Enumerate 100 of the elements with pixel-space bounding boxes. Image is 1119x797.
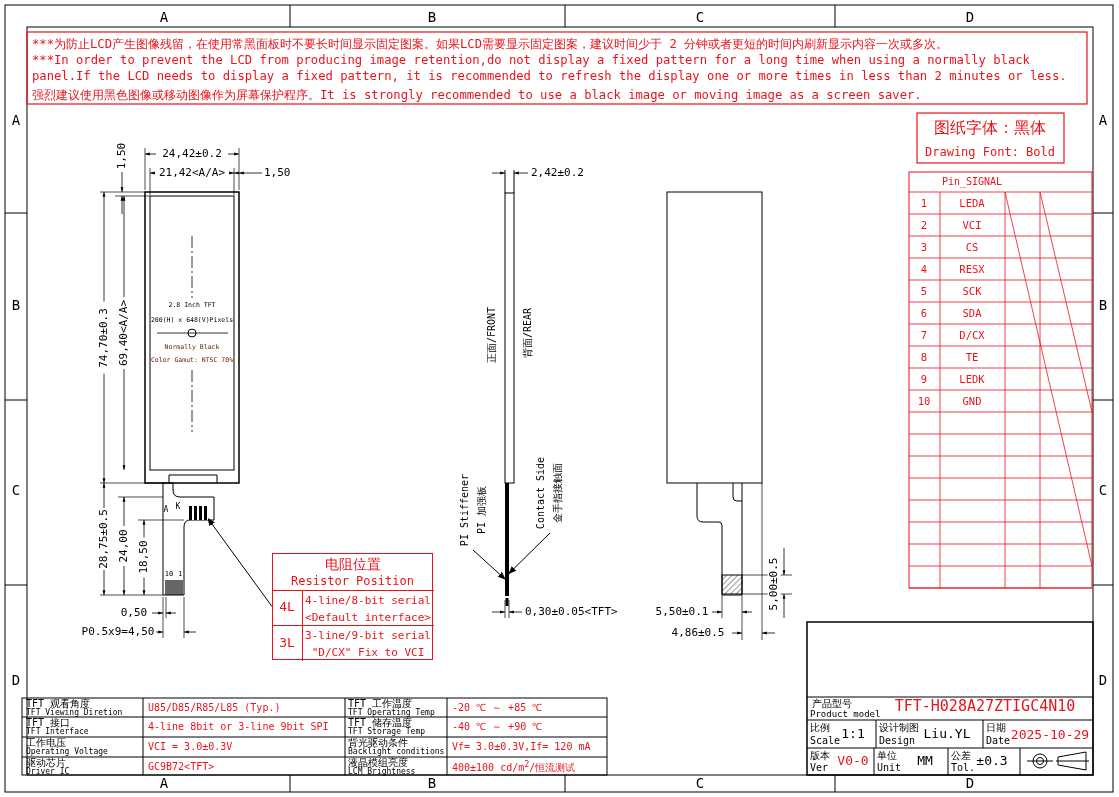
table-cell-text: TFT 储存温度: [348, 717, 413, 728]
table-cell-text: 4-line 8bit or 3-line 9bit SPI: [148, 721, 329, 733]
table-cell-text: 4-line/8-bit serial <Default interface>: [304, 593, 432, 626]
pin-number: 7: [920, 328, 928, 342]
pin-name: CS: [965, 240, 979, 254]
title-block-text: Scale: [810, 735, 841, 747]
pin-name: RESX: [959, 262, 985, 276]
table-cell-text: Operating Voltage: [26, 747, 108, 756]
title-block-text: MM: [917, 753, 933, 769]
title-block-text: Date: [986, 735, 1011, 747]
table-cell-text: TFT Viewing Diretion: [26, 708, 123, 717]
callout-text: PI Stiffener: [458, 472, 471, 549]
leader-line: [508, 532, 551, 574]
grid-reference-letter: C: [695, 8, 705, 26]
pin-name: GND: [962, 394, 982, 408]
grid-reference-letter: D: [965, 8, 975, 26]
table-cell-text: 液晶模组亮度: [348, 757, 408, 768]
dimension-value: 74,70±0.3: [97, 308, 111, 368]
title-block-text: 产品型号: [812, 698, 852, 710]
table-cell-text: TFT 接口: [26, 717, 71, 728]
pin-number: 6: [920, 306, 928, 320]
resistor-position-table: [272, 553, 433, 660]
dimension-value: 5,50±0.1: [655, 605, 709, 619]
pin-name: LEDK: [959, 372, 985, 386]
grid-reference-letter: B: [11, 296, 21, 314]
pin-number: 2: [920, 218, 928, 232]
table-cell-text: 工作电压: [26, 737, 66, 748]
table-cell-text: 背光驱动条件: [348, 737, 408, 748]
table-cell-text: Driver IC: [26, 767, 70, 776]
grid-reference-letter: A: [159, 8, 169, 26]
dimension-value: 4,86±0.5: [671, 626, 725, 640]
dimension-value: 24,00: [117, 529, 131, 563]
title-block-text: Unit: [877, 762, 902, 774]
grid-reference-letter: D: [1098, 671, 1108, 689]
dimension-value: 28,75±0.5: [97, 509, 111, 569]
pin-name: VCI: [962, 218, 982, 232]
table-cell-text: TFT Interface: [26, 727, 89, 736]
title-block-text: 版本: [810, 750, 830, 762]
title-block-text: Design: [879, 735, 916, 747]
grid-reference-letter: B: [1098, 296, 1108, 314]
table-cell-text: 3L: [279, 635, 295, 651]
pin-number: 9: [920, 372, 928, 386]
dimension-value: P0.5x9=4,50: [81, 625, 155, 639]
title-block-text: Liu.YL: [923, 726, 971, 742]
table-cell-text: LCM Brightness: [348, 767, 416, 776]
title-block-text: Ver: [810, 762, 829, 774]
table-cell-text: -40 ℃ ～ +90 ℃: [452, 721, 543, 733]
table-cell-text: 驱动芯片: [26, 757, 66, 768]
dimension-value: 18,50: [137, 540, 151, 574]
title-block-text: 设计制图: [879, 722, 919, 734]
grid-reference-letter: A: [159, 774, 169, 792]
fpc-edge: [505, 483, 509, 596]
drawing-font-note: 图纸字体：黑体: [934, 118, 1046, 138]
table-cell-text: 400±100 cd/m$^{2}$/恒流测试: [452, 760, 576, 774]
pin-number: 10: [917, 394, 931, 408]
pin-name: SDA: [962, 306, 982, 320]
grid-reference-letter: D: [11, 671, 21, 689]
table-cell-text: GC9B72<TFT>: [148, 761, 215, 773]
pin-name: D/CX: [959, 328, 985, 342]
title-block-text: 比例: [810, 722, 830, 734]
callout-text: PI 加强板: [475, 484, 488, 537]
title-block-text: ±0.3: [976, 753, 1008, 769]
title-block-text: 日期: [986, 722, 1006, 734]
dimension-value: 1,50: [115, 142, 129, 170]
drawing-font-note: Drawing Font: Bold: [925, 146, 1055, 160]
pin-name: TE: [965, 350, 979, 364]
pin-marker: K: [175, 502, 181, 512]
grid-reference-letter: D: [965, 774, 975, 792]
view-label: 背面/REAR: [522, 307, 534, 359]
warning-note: ***为防止LCD产生图像残留，在使用常黑面板时不要长时间显示固定图案。如果LCD需要显示固定图案，建议时间少于 2 分钟或者更短的时间内刷新显示内容一次或多次。: [32, 37, 949, 51]
table-cell-text: TFT Storage Temp: [348, 727, 426, 736]
table-cell-text: TFT 工作温度: [348, 698, 413, 709]
dimension-value: 0,30±0.05<TFT>: [525, 605, 618, 619]
table-cell-text: Vf= 3.0±0.3V,If= 120 mA: [452, 741, 591, 753]
pin-number: 5: [920, 284, 928, 298]
dimension-value: 2,42±0.2: [531, 166, 584, 180]
resistor-pads: [189, 506, 208, 520]
grid-reference-letter: A: [11, 111, 21, 129]
view-label: 正面/FRONT: [486, 306, 498, 364]
table-cell-text: TFT Operating Temp: [348, 708, 435, 717]
title-block-text: TFT-H028A27ZTIGC4N10: [894, 698, 1076, 716]
dimension-value: 1,50: [264, 166, 291, 180]
title-block-text: V0-0: [837, 753, 869, 769]
pin-marker: A: [163, 505, 169, 515]
dimension-value: 24,42±0.2: [162, 147, 222, 161]
grid-reference-letter: B: [427, 774, 437, 792]
leader-line: [207, 518, 273, 607]
table-cell-text: Backlight conditions: [348, 747, 445, 756]
title-block-text: 1:1: [841, 726, 865, 742]
table-cell-text: 4L: [279, 599, 295, 615]
pin-number: 4: [920, 262, 928, 276]
grid-reference-letter: C: [11, 481, 21, 499]
warning-note: 强烈建议使用黑色图像或移动图像作为屏幕保护程序。It is strongly recommended to use a black image or moving image as a screen saver.: [32, 88, 922, 102]
title-block-text: 单位: [877, 750, 897, 762]
leader-line: [472, 549, 506, 580]
grid-reference-letter: A: [1098, 111, 1108, 129]
pin-number: 1: [920, 196, 928, 210]
table-cell-text: TFT 观看角度: [26, 698, 91, 709]
title-block-text: 2025-10-29: [1010, 727, 1090, 743]
warning-note: ***In order to prevent the LCD from producing image retention,do not display a fixed pattern for a long time when using a normally black panel.If the LCD needs to display a fixed pattern, it is recommended to refresh the display one or more times in less than 2 minutes or less.: [32, 52, 1068, 84]
